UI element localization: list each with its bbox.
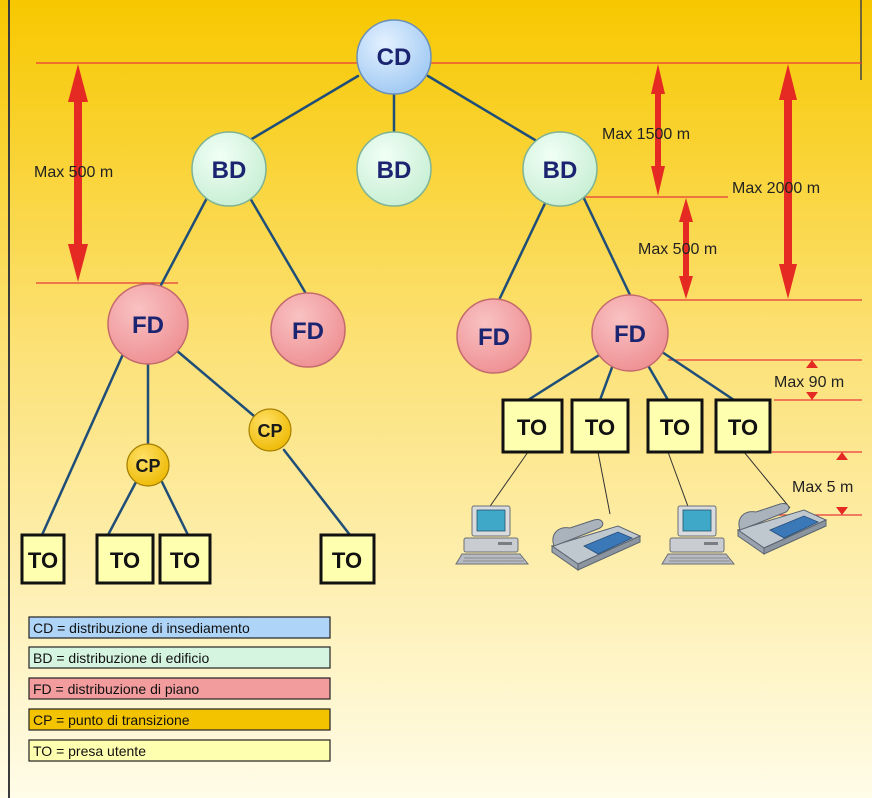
legend-item-cp: CP = punto di transizione (28, 708, 331, 731)
arrow-max-500-right (679, 198, 693, 299)
cd-node-label: CD (377, 44, 412, 71)
label-max-90: Max 90 m (774, 374, 844, 391)
cp-node-label: CP (257, 421, 282, 441)
legend-bd-text: BD = distribuzione di edificio (33, 650, 209, 666)
to-outlet-5: TO (501, 398, 564, 454)
legend-item-fd: FD = distribuzione di piano (28, 677, 331, 700)
legend-to-text: TO = presa utente (33, 743, 146, 759)
to-outlet-1: TO (20, 533, 66, 585)
bd-node-label: BD (377, 157, 412, 184)
cp-node-2: CP (248, 408, 292, 452)
legend-fd-text: FD = distribuzione di piano (33, 681, 199, 697)
bd-node-center: BD (356, 131, 432, 207)
arrow-max-5-bottom (836, 507, 848, 515)
label-max-2000: Max 2000 m (732, 180, 820, 197)
fd-node-4: FD (591, 294, 669, 372)
cd-node: CD (356, 19, 432, 95)
legend: CD = distribuzione di insediamento BD = … (28, 616, 331, 762)
device-cords (485, 451, 791, 515)
to-outlet-2: TO (95, 533, 155, 585)
fd-node-1: FD (107, 283, 189, 365)
to-outlet-label: TO (585, 415, 615, 440)
computer-icon (455, 505, 530, 565)
cp-node-1: CP (126, 443, 170, 487)
telephone-icon (736, 503, 828, 555)
arrow-max-1500 (651, 64, 665, 196)
cp-node-label: CP (135, 456, 160, 476)
to-outlet-label: TO (660, 415, 690, 440)
fd-node-3: FD (456, 298, 532, 374)
legend-item-bd: BD = distribuzione di edificio (28, 646, 331, 669)
label-max-500-right: Max 500 m (638, 241, 717, 258)
to-outlet-label: TO (28, 548, 58, 573)
to-outlet-label: TO (517, 415, 547, 440)
bd-node-right: BD (522, 131, 598, 207)
arrow-max-5-top (836, 452, 848, 460)
fd-node-label: FD (132, 312, 164, 339)
to-outlet-4: TO (319, 533, 376, 585)
arrow-max-2000 (779, 64, 797, 299)
label-max-1500: Max 1500 m (602, 126, 690, 143)
to-outlet-label: TO (110, 548, 140, 573)
to-outlet-8: TO (714, 398, 772, 454)
to-outlet-label: TO (728, 415, 758, 440)
dimension-arrows (68, 64, 848, 515)
arrow-max-90-top (806, 360, 818, 368)
arrow-max-500-left (68, 64, 88, 282)
telephone-icon (550, 519, 642, 571)
to-outlet-3: TO (158, 533, 212, 585)
to-outlet-label: TO (170, 548, 200, 573)
tree-links (40, 74, 736, 537)
to-outlet-label: TO (332, 548, 362, 573)
fd-node-label: FD (478, 324, 510, 351)
fd-node-label: FD (614, 321, 646, 348)
legend-cp-text: CP = punto di transizione (33, 712, 190, 728)
to-outlet-6: TO (570, 398, 630, 454)
legend-item-to: TO = presa utente (28, 739, 331, 762)
bd-node-left: BD (191, 131, 267, 207)
computer-icon (661, 505, 736, 565)
arrow-max-90-bottom (806, 392, 818, 400)
to-outlet-7: TO (646, 398, 704, 454)
legend-cd-text: CD = distribuzione di insediamento (33, 620, 250, 636)
bd-node-label: BD (543, 157, 578, 184)
fd-node-label: FD (292, 318, 324, 345)
bd-node-label: BD (212, 157, 247, 184)
label-max-500-left: Max 500 m (34, 164, 113, 181)
label-max-5: Max 5 m (792, 479, 853, 496)
dimension-lines (36, 62, 862, 516)
fd-node-2: FD (270, 292, 346, 368)
legend-item-cd: CD = distribuzione di insediamento (28, 616, 331, 639)
